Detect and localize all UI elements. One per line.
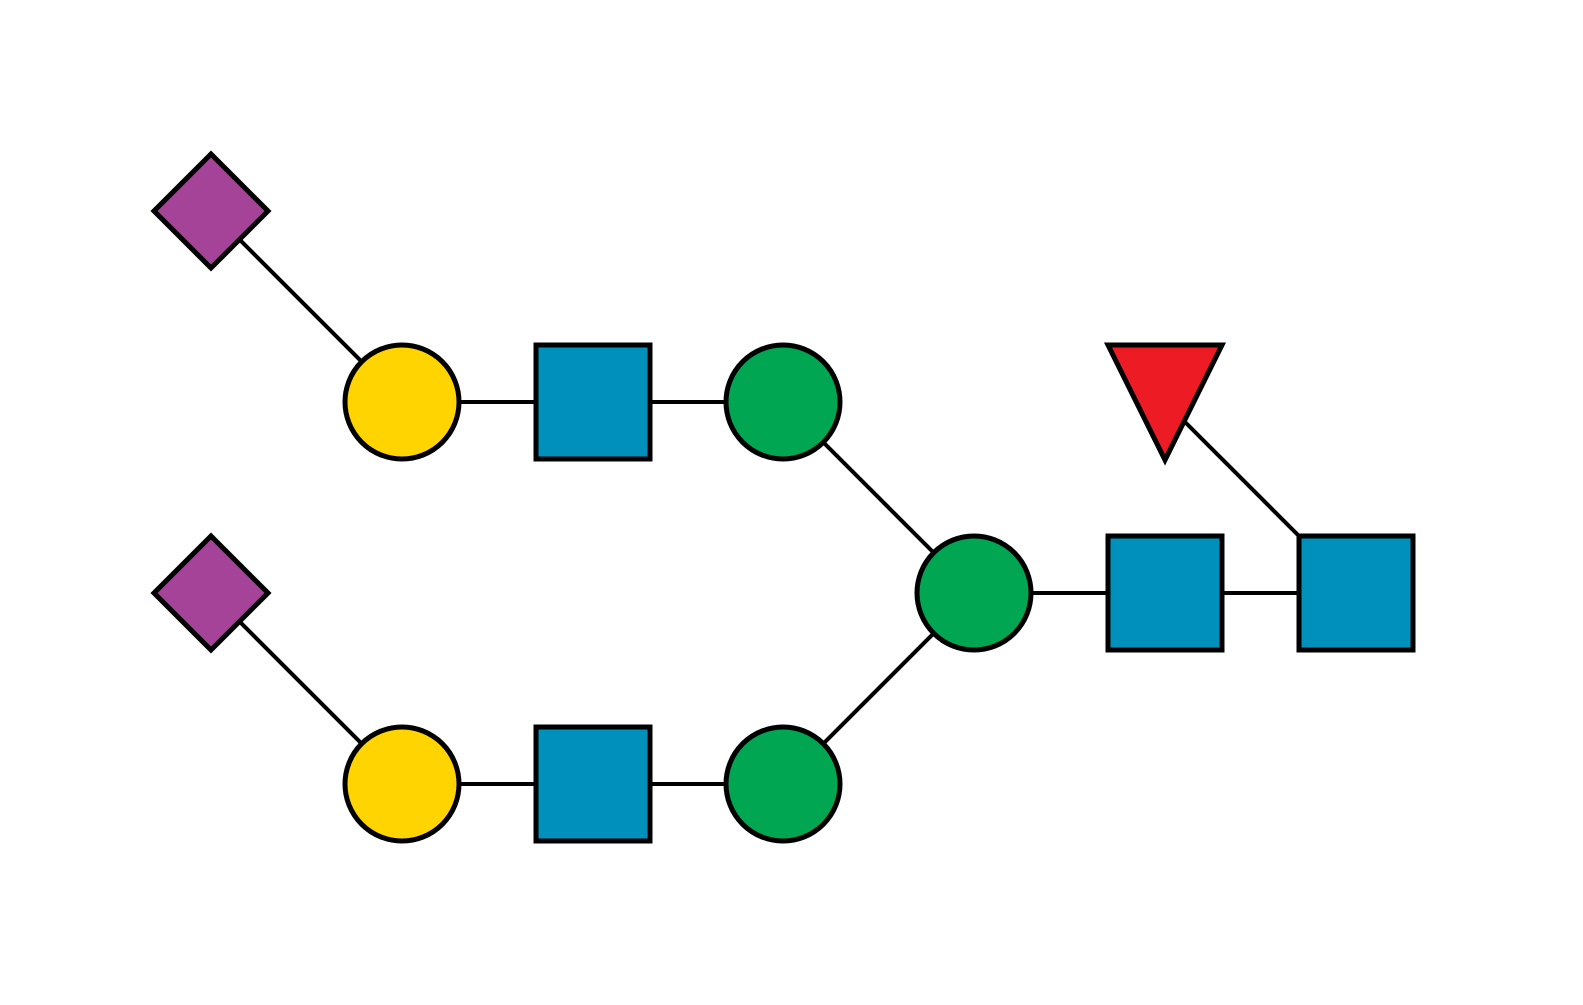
blue-square-icon [1105, 533, 1225, 653]
monosaccharide-symbols [150, 150, 1416, 844]
purple-diamond-icon [150, 532, 272, 654]
blue-square-icon [533, 724, 653, 844]
yellow-circle-icon [342, 342, 462, 462]
yellow-circle-icon [342, 724, 462, 844]
green-circle-icon [914, 533, 1034, 653]
blue-square-icon [533, 342, 653, 462]
red-triangle-icon [1103, 342, 1227, 466]
green-circle-icon [723, 724, 843, 844]
purple-diamond-icon [150, 150, 272, 272]
blue-square-icon [1296, 533, 1416, 653]
linkage-lines [209, 209, 1358, 786]
green-circle-icon [723, 342, 843, 462]
